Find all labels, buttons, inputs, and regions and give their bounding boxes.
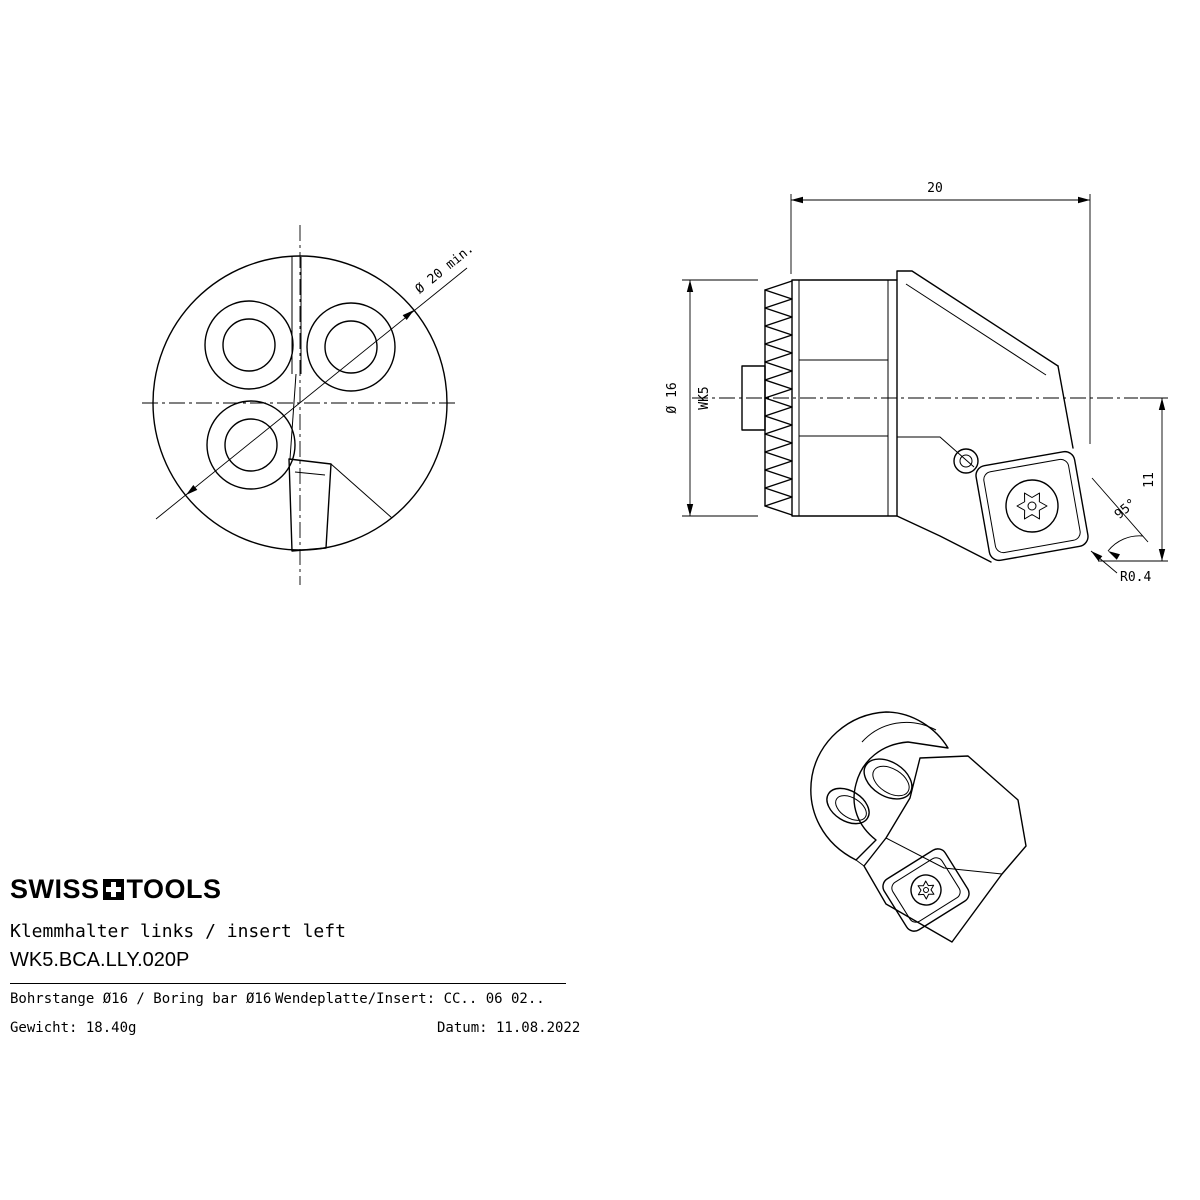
arrowhead <box>686 504 694 516</box>
side-body <box>791 279 898 517</box>
side-pin-outer <box>953 448 979 474</box>
arrowhead <box>186 484 198 495</box>
dim-label-interface: WK5 <box>697 386 712 409</box>
iso-bore-1-inner <box>872 765 910 797</box>
bore-top-right-outer <box>306 302 396 392</box>
swiss-cross-icon <box>102 879 124 900</box>
side-view: 20 Ø 16 WK5 11 95° <box>665 181 1168 585</box>
front-pocket-edge <box>289 373 297 460</box>
brand-logo-right: TOOLS <box>126 874 222 904</box>
front-insert-outline <box>288 458 332 552</box>
iso-clamp-body <box>810 711 949 861</box>
side-head-chamfer <box>905 283 1047 376</box>
bore-bottom-inner <box>224 418 278 472</box>
front-insert-chamfer <box>294 471 326 476</box>
side-head-right-edge <box>1057 365 1074 449</box>
arrowhead <box>1158 549 1166 561</box>
dim-label-height: 11 <box>1142 472 1157 488</box>
iso-pocket-plane-edge <box>885 837 1003 875</box>
iso-screw-head <box>910 874 942 906</box>
bore-top-left-outer <box>204 300 294 390</box>
title-block: SWISS TOOLS Klemmhalter links / insert l… <box>10 874 590 1042</box>
insert-spec: Wendeplatte/Insert: CC.. 06 02.. <box>275 991 545 1007</box>
arrowhead <box>402 310 414 321</box>
front-view: Ø 20 min. <box>142 225 477 585</box>
side-insert-outline <box>975 450 1089 562</box>
iso-insert <box>882 848 970 932</box>
side-screw-head <box>1005 479 1059 533</box>
dim-label-corner-radius: R0.4 <box>1120 570 1151 585</box>
dimension-height: 11 <box>1098 397 1168 562</box>
arrowhead <box>1108 551 1120 560</box>
side-insert-chamfer <box>983 458 1081 554</box>
dimension-corner-radius: R0.4 <box>1090 550 1151 585</box>
weight-label: Gewicht: 18.40g <box>10 1020 137 1036</box>
swiss-cross-bar-vertical <box>110 882 116 897</box>
dim-label-diameter: Ø 16 <box>665 382 680 413</box>
iso-insert-chamfer <box>891 857 961 923</box>
iso-bore-2-outer <box>826 787 870 825</box>
dim-label-angle: 95° <box>1112 496 1140 523</box>
front-diameter-dim-line <box>155 267 468 520</box>
torx-icon <box>1016 492 1048 520</box>
dim-label-min-bore: Ø 20 min. <box>413 241 477 297</box>
iso-head-block <box>863 755 1027 943</box>
bore-bottom-outer <box>206 400 296 490</box>
isometric-view <box>810 711 1027 943</box>
iso-screw-center <box>923 887 929 893</box>
iso-body-joint <box>855 859 865 867</box>
front-pocket-wall <box>330 463 393 519</box>
dimension-length: 20 <box>790 181 1091 444</box>
arrowhead <box>686 280 694 292</box>
arrowhead <box>1158 398 1166 410</box>
date-label: Datum: 11.08.2022 <box>437 1020 581 1036</box>
side-pin-inner <box>959 454 973 468</box>
brand-logo: SWISS TOOLS <box>10 874 590 905</box>
product-title: Klemmhalter links / insert left <box>10 921 346 942</box>
iso-cylinder-rim <box>861 721 937 743</box>
iso-insert-outline <box>882 848 970 932</box>
meta-row: Gewicht: 18.40g Datum: 11.08.2022 <box>10 1020 590 1042</box>
part-number: WK5.BCA.LLY.020P <box>10 949 190 971</box>
spec-row: Bohrstange Ø16 / Boring bar Ø16 Wendepla… <box>10 991 590 1013</box>
dimension-diameter: Ø 16 WK5 <box>665 279 758 517</box>
front-diameter-dimension: Ø 20 min. <box>155 241 477 520</box>
title-block-divider <box>10 983 566 984</box>
bar-spec: Bohrstange Ø16 / Boring bar Ø16 <box>10 991 272 1007</box>
bore-top-left-inner <box>222 318 276 372</box>
dimension-angle: 95° <box>1091 477 1149 560</box>
dim-label-length: 20 <box>927 181 943 196</box>
brand-logo-left: SWISS <box>10 874 100 904</box>
side-head-top <box>896 270 1059 367</box>
angle-arc <box>1107 535 1144 552</box>
torx-icon <box>917 880 935 900</box>
arrowhead <box>1078 196 1090 204</box>
side-screw-center <box>1027 501 1037 511</box>
arrowhead <box>791 196 803 204</box>
bore-top-right-inner <box>324 320 378 374</box>
side-head-bottom <box>896 515 992 563</box>
iso-bore-1-outer <box>863 758 913 800</box>
side-pocket-edge <box>897 436 975 468</box>
iso-bore-2-inner <box>835 795 867 821</box>
angle-leg <box>1091 477 1149 543</box>
arrowhead <box>1091 551 1103 562</box>
